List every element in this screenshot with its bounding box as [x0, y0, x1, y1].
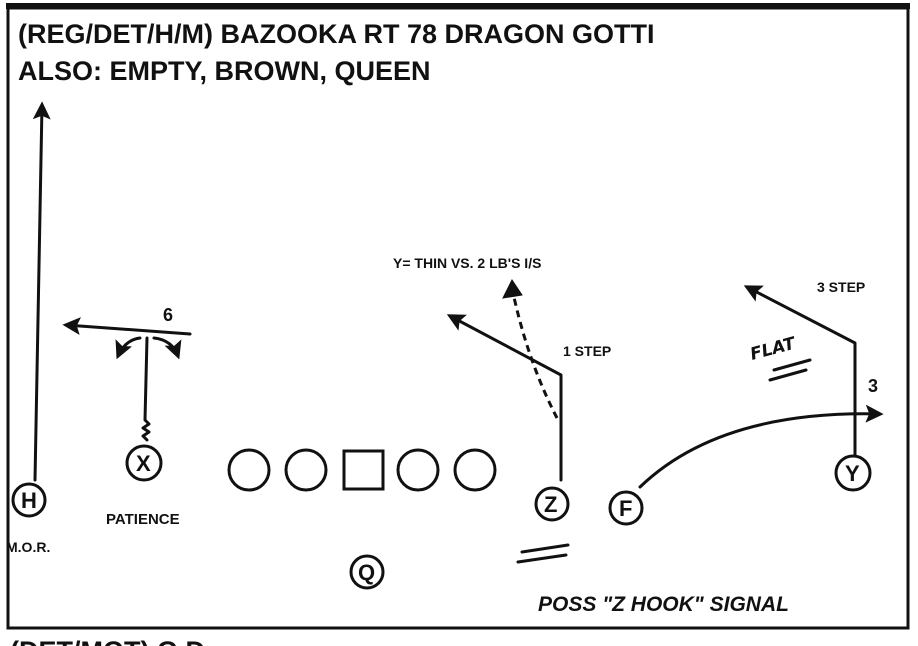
- svg-text:Z: Z: [544, 492, 557, 517]
- h-route-line: [32, 101, 51, 482]
- svg-text:Y: Y: [845, 461, 860, 486]
- player-h: H: [11, 482, 47, 518]
- z-motion-mark-2: [516, 553, 568, 564]
- svg-text:X: X: [136, 451, 151, 476]
- svg-text:H: H: [21, 488, 37, 513]
- flat-handwritten-note: FLAT: [748, 333, 799, 364]
- play-title-line1: (REG/DET/H/M) BAZOOKA RT 78 DRAGON GOTTI: [18, 19, 655, 49]
- svg-text:F: F: [619, 496, 632, 521]
- player-z: Z: [534, 486, 570, 522]
- z-alt-route-arrowhead: [502, 279, 523, 299]
- flat-underline-1: [772, 358, 812, 372]
- diagram-frame: [6, 6, 910, 630]
- x-route-out: [62, 317, 192, 336]
- x-route-curl-right: [152, 336, 182, 360]
- player-x: X: [125, 444, 163, 482]
- z-alt-route-dashed: [510, 287, 559, 419]
- x-route-curl-left: [115, 336, 142, 360]
- player-f: F: [608, 490, 644, 526]
- svg-text:Q: Q: [358, 560, 375, 585]
- z-step-label: 1 STEP: [563, 343, 611, 359]
- f-route-line: [638, 404, 884, 489]
- y-read-note: Y= THIN VS. 2 LB'S I/S: [393, 255, 541, 271]
- lineman-left-guard: [284, 448, 328, 492]
- play-title-line2: ALSO: EMPTY, BROWN, QUEEN: [18, 56, 431, 86]
- x-depth-label: 6: [163, 305, 173, 325]
- x-route-stem: [141, 336, 151, 442]
- signal-note: POSS "Z HOOK" SIGNAL: [538, 593, 789, 616]
- lineman-left-tackle: [227, 448, 271, 492]
- player-y: Y: [834, 454, 872, 492]
- z-route-line: [446, 314, 563, 482]
- y-step-label: 3 STEP: [817, 279, 865, 295]
- x-note-label: PATIENCE: [106, 511, 180, 528]
- bottom-cut-text: (DET/MOT) G D...: [10, 636, 227, 646]
- flat-underline-2: [768, 368, 808, 382]
- lineman-right-tackle: [453, 448, 497, 492]
- lineman-center: [342, 449, 385, 491]
- lineman-right-guard: [396, 448, 440, 492]
- h-note-label: M.O.R.: [6, 539, 50, 555]
- player-q: Q: [349, 554, 385, 590]
- f-depth-label: 3: [868, 376, 878, 396]
- y-route-line: [743, 285, 857, 457]
- z-motion-mark-1: [520, 543, 570, 554]
